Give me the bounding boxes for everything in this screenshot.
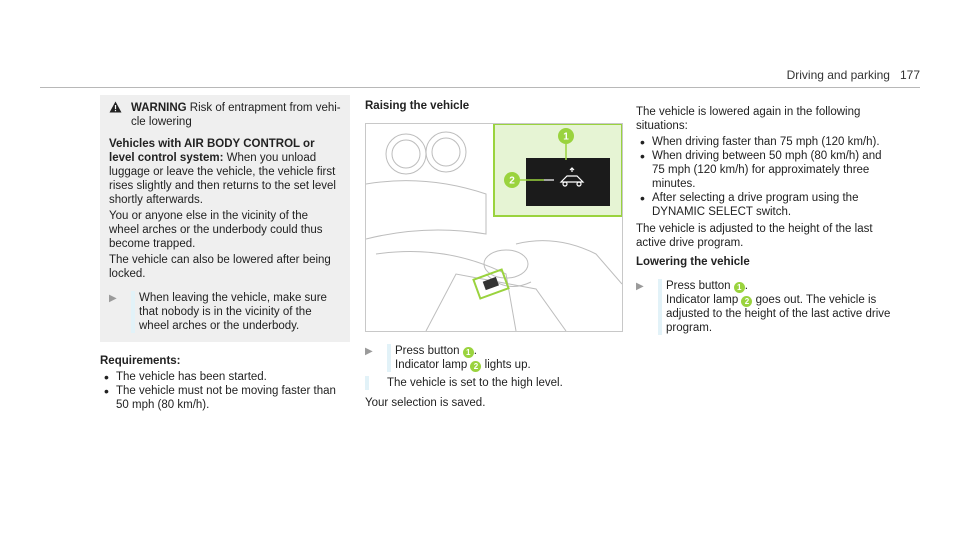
raising-step: ▶ Press button 1. Indicator lamp 2 light… [365, 344, 531, 372]
lowering-adjusted: The vehicle is adjusted to the height of… [636, 223, 873, 249]
raising-result: The vehicle is set to the high level. [365, 376, 620, 390]
raising-saved: Your selection is saved. [365, 397, 486, 409]
list-item: After selecting a drive program using th… [636, 191, 896, 219]
page-header: Driving and parking 177 [787, 68, 920, 82]
lowering-step: ▶ Press button 1. Indicator lamp 2 goes … [636, 279, 896, 335]
warning-step: ▶ When leaving the vehicle, make sure th… [109, 291, 341, 333]
badge-2: 2 [470, 361, 482, 372]
warning-title: WARNING Risk of entrapment from vehi- [131, 102, 341, 114]
list-item: When driving between 50 mph (80 km/h) an… [636, 149, 896, 191]
column-middle: Raising the vehicle 1 [365, 95, 623, 410]
console-illustration: 1 2 [365, 123, 623, 332]
requirements-heading: Requirements: [100, 355, 181, 367]
column-right: The vehicle is lowered again in the foll… [636, 95, 896, 335]
warning-para-1: Vehicles with AIR BODY CONTROL or level … [109, 138, 336, 206]
badge-1: 1 [462, 347, 474, 358]
list-item: The vehicle has been started. [100, 370, 350, 384]
warning-para-2: You or anyone else in the vicinity of th… [109, 210, 323, 250]
lowering-heading: Lowering the vehicle [636, 256, 750, 268]
list-item: When driving faster than 75 mph (120 km/… [636, 135, 896, 149]
lowering-intro: The vehicle is lowered again in the foll… [636, 106, 861, 132]
column-left: WARNING Risk of entrapment from vehi- cl… [100, 95, 350, 412]
warning-para-3: The vehicle can also be lowered after be… [109, 254, 331, 280]
step-arrow-icon: ▶ [365, 346, 373, 357]
badge-2: 2 [741, 296, 753, 307]
warning-triangle-icon [109, 101, 131, 129]
requirements-list: The vehicle has been started. The vehicl… [100, 370, 350, 412]
warning-box: WARNING Risk of entrapment from vehi- cl… [100, 95, 350, 342]
step-arrow-icon: ▶ [109, 293, 117, 304]
warning-title-cont: cle lowering [131, 116, 192, 128]
list-item: The vehicle must not be moving faster th… [100, 384, 350, 412]
raising-heading: Raising the vehicle [365, 100, 470, 112]
page-number: 177 [899, 68, 920, 82]
lowering-conditions-list: When driving faster than 75 mph (120 km/… [636, 135, 896, 219]
callout-2: 2 [509, 176, 515, 187]
step-arrow-icon: ▶ [636, 281, 644, 292]
section-title: Driving and parking [786, 68, 890, 82]
callout-1: 1 [563, 132, 569, 143]
header-divider [40, 87, 920, 88]
warning-header: WARNING Risk of entrapment from vehi- cl… [109, 101, 341, 129]
badge-1: 1 [733, 282, 745, 293]
